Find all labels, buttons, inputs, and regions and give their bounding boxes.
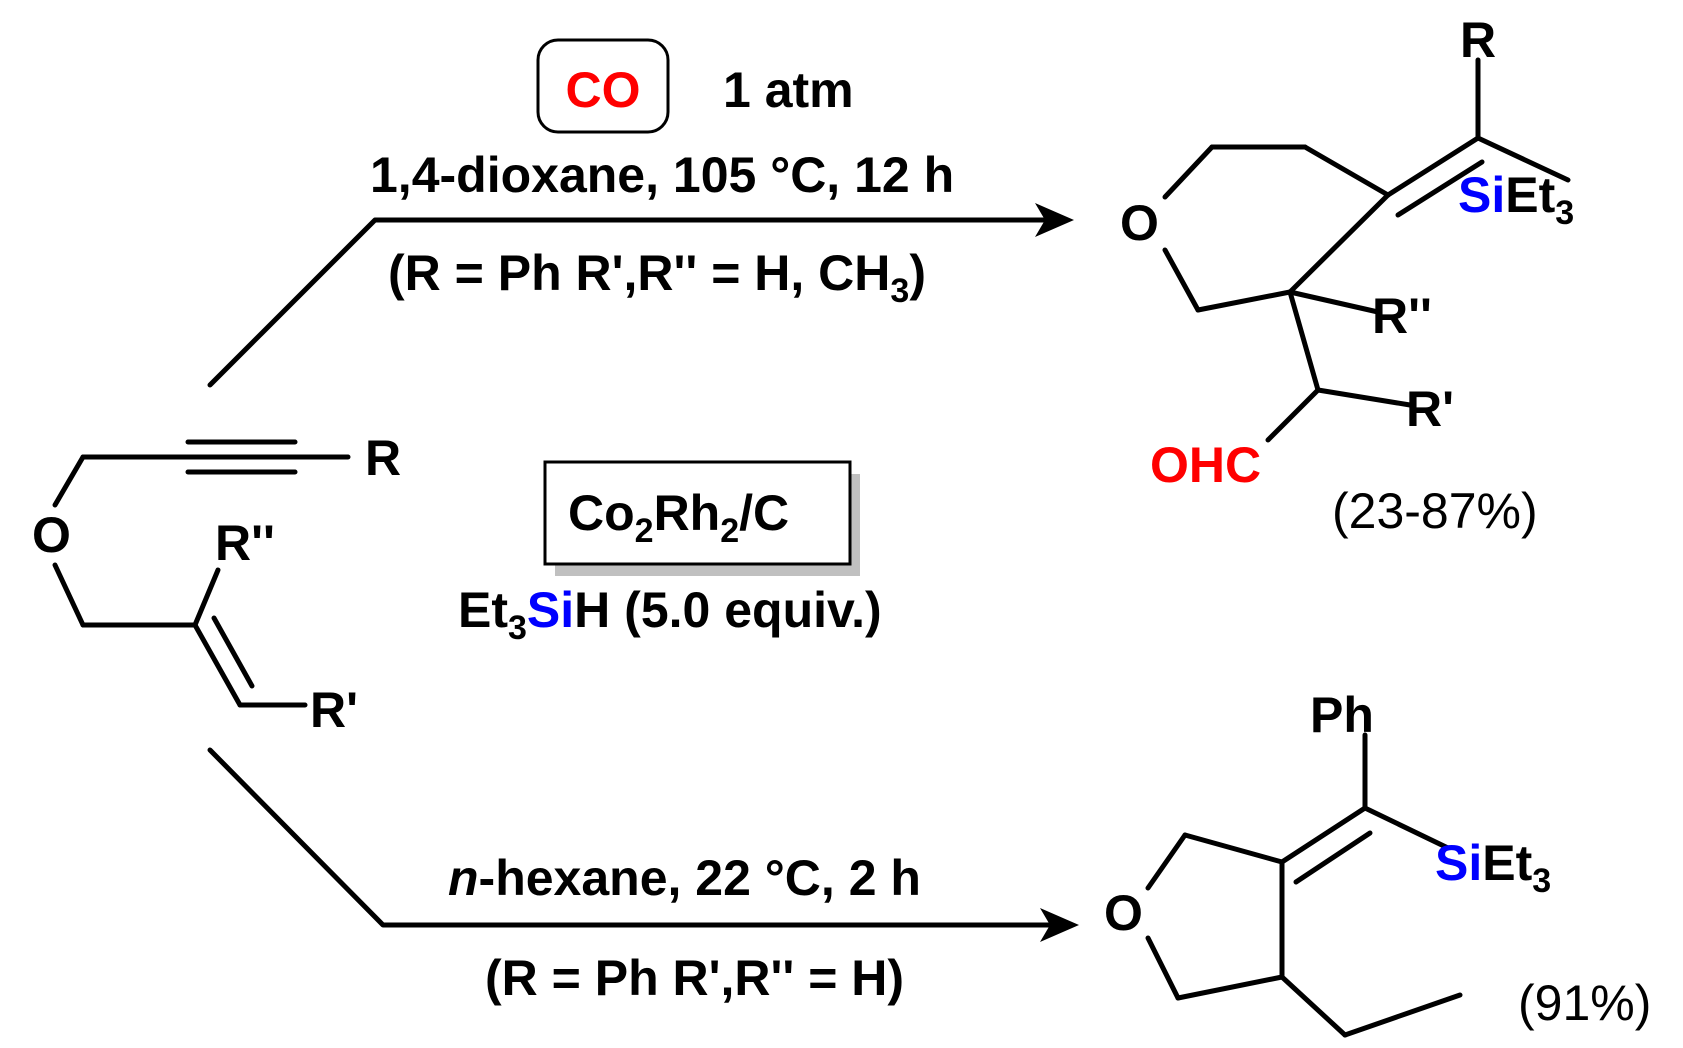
co-label: CO (566, 62, 641, 118)
pressure-label: 1 atm (723, 62, 854, 118)
product-top-structure: O R SiEt3 R'' R' OHC (1120, 12, 1574, 493)
catalyst-label: Co2Rh2/C (568, 485, 789, 550)
product-top-si: Si (1458, 167, 1505, 223)
catalyst-co: Co (568, 485, 635, 541)
product-top-r-double-prime: R'' (1372, 288, 1432, 344)
catalyst-sub1: 2 (635, 512, 654, 550)
co-box (536, 38, 670, 134)
substrate-r-prime: R' (310, 682, 358, 738)
silane-et: Et (458, 582, 508, 638)
product-top-r: R (1460, 12, 1496, 68)
bottom-conditions: n-hexane, 22 °C, 2 h (448, 850, 921, 906)
bottom-reaction-arrow (207, 747, 1079, 942)
substrate-structure: O R R'' R' (32, 430, 401, 738)
solvent-n: n (448, 850, 479, 906)
silane-sub: 3 (508, 609, 527, 647)
top-scope-main: (R = Ph R',R'' = H, CH (388, 245, 890, 301)
product-top-et: Et (1505, 167, 1555, 223)
product-bottom-oxygen: O (1104, 885, 1143, 941)
product-bottom-et: Et (1482, 835, 1532, 891)
product-bottom-ph: Ph (1310, 687, 1374, 743)
silane-label: Et3SiH (5.0 equiv.) (458, 582, 882, 647)
product-bottom-silyl: SiEt3 (1435, 835, 1551, 900)
bottom-yield: (91%) (1518, 975, 1651, 1031)
product-top-silyl: SiEt3 (1458, 167, 1574, 232)
substrate-r: R (365, 430, 401, 486)
top-yield: (23-87%) (1332, 483, 1538, 539)
product-bottom-sub: 3 (1532, 862, 1551, 900)
bottom-conditions-text: -hexane, 22 °C, 2 h (479, 850, 921, 906)
top-scope-close: ) (909, 245, 926, 301)
catalyst-box (543, 460, 852, 566)
silane-si: Si (527, 582, 574, 638)
substrate-oxygen: O (32, 507, 71, 563)
product-top-r-prime: R' (1406, 381, 1454, 437)
top-reaction-arrow (207, 203, 1074, 388)
product-top-aldehyde: OHC (1150, 437, 1261, 493)
catalyst-tail: /C (739, 485, 789, 541)
catalyst-rh: Rh (654, 485, 721, 541)
product-top-oxygen: O (1120, 195, 1159, 251)
top-scope-sub: 3 (890, 272, 909, 310)
product-bottom-si: Si (1435, 835, 1482, 891)
catalyst-sub2: 2 (720, 512, 739, 550)
silane-rest: H (5.0 equiv.) (574, 582, 881, 638)
substrate-r-double-prime: R'' (215, 515, 275, 571)
bottom-scope: (R = Ph R',R'' = H) (485, 950, 904, 1006)
product-bottom-structure: O Ph SiEt3 (1104, 687, 1551, 1038)
top-conditions: 1,4-dioxane, 105 °C, 12 h (370, 147, 954, 203)
product-top-sub: 3 (1555, 194, 1574, 232)
top-scope: (R = Ph R',R'' = H, CH3) (388, 245, 926, 310)
